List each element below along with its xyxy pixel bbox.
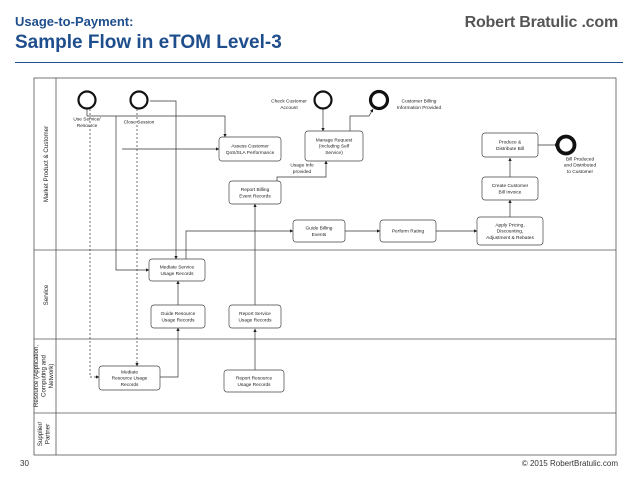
activity-box	[150, 304, 206, 329]
activity-box	[223, 369, 285, 393]
connector	[115, 116, 150, 272]
activity-box	[292, 219, 346, 243]
slide-title: Sample Flow in eTOM Level-3	[15, 32, 282, 53]
lane-label-market: Market Product & Customer	[43, 126, 50, 202]
event-close: Close Session	[124, 90, 155, 126]
activity-box	[481, 132, 539, 158]
activity-box	[228, 180, 282, 205]
activity-rating: Perform Rating	[379, 219, 437, 243]
connector	[160, 327, 180, 378]
activity-apply: Apply Pricing,Discounting,Adjustment & R…	[476, 216, 544, 246]
activity-box	[476, 216, 544, 246]
slide-subtitle: Usage-to-Payment:	[15, 14, 134, 29]
activity-box	[304, 130, 364, 162]
intermediate-event-circle	[368, 89, 390, 111]
activity-box	[379, 219, 437, 243]
activity-produce: Produce &Distribute Bill	[481, 132, 539, 158]
lane-label-resource: Resource (Application,Computing andNetwo…	[33, 345, 55, 408]
lane-label-resource-text: Resource (Application,Computing andNetwo…	[33, 345, 55, 408]
activity-apply-label: Apply Pricing,Discounting,Adjustment & R…	[486, 222, 534, 240]
start-event-circle	[129, 90, 149, 110]
lane-label-service: Service	[43, 284, 50, 305]
connector	[89, 109, 100, 379]
activity-box	[218, 136, 282, 162]
event-use-label: Use Service/Resource	[73, 117, 101, 129]
event-close-label: Close Session	[124, 120, 155, 126]
activity-box	[98, 365, 161, 391]
end-event-circle	[555, 134, 577, 156]
lane-label-supplier: Supplier/Partner	[37, 422, 51, 447]
lane-label-service-text: Service	[43, 284, 50, 305]
activity-box	[481, 176, 539, 201]
lane-label-market-text: Market Product & Customer	[43, 126, 50, 202]
lane-label-supplier-text: Supplier/Partner	[37, 422, 51, 447]
activity-produce-label: Produce &Distribute Bill	[496, 140, 524, 152]
start-event-circle	[77, 90, 97, 110]
activity-box	[228, 304, 282, 329]
copyright-notice: © 2015 RobertBratulic.com	[521, 459, 618, 468]
page-number: 30	[20, 459, 29, 468]
start-event-circle	[313, 90, 333, 110]
connector	[86, 109, 227, 138]
activity-rating-label: Perform Rating	[392, 229, 425, 235]
flow-connectors	[86, 100, 559, 379]
header-divider	[15, 62, 623, 63]
event-use: Use Service/Resource	[73, 90, 101, 129]
brand-logo: Robert Bratulic .com	[464, 14, 619, 31]
connector	[349, 108, 374, 131]
connector	[185, 229, 294, 259]
connector	[150, 100, 178, 260]
swimlane-frame	[33, 77, 617, 456]
activity-box	[148, 258, 206, 282]
